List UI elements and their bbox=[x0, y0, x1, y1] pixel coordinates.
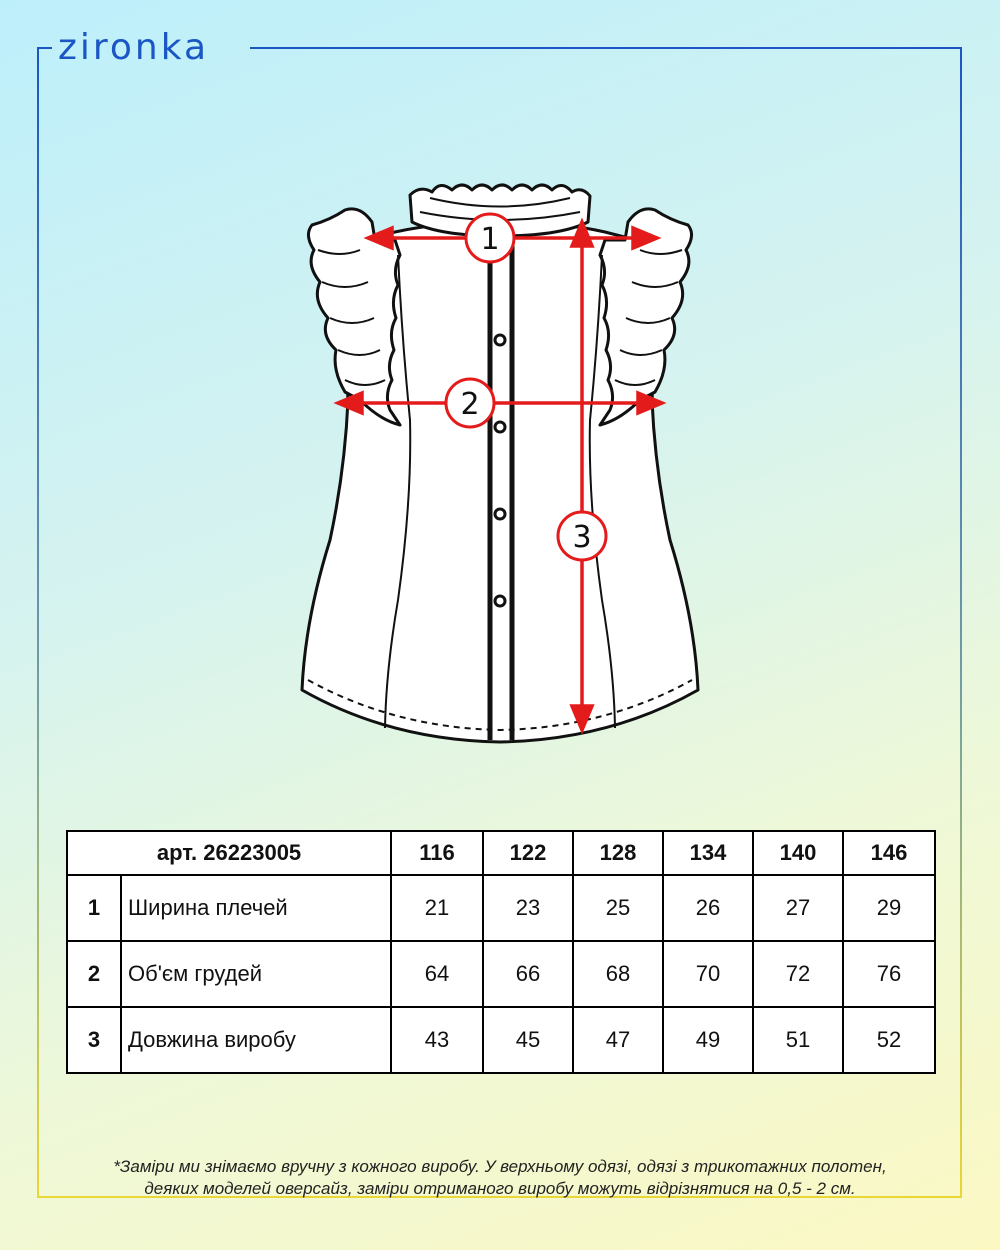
size-header: 122 bbox=[482, 830, 574, 876]
button bbox=[493, 333, 507, 347]
table-cell: 51 bbox=[752, 1006, 844, 1074]
table-header-row: арт. 26223005 116 122 128 134 140 146 bbox=[66, 830, 936, 876]
row-number: 2 bbox=[66, 940, 122, 1008]
measurement-footnote: *Заміри ми знімаємо вручну з кожного вир… bbox=[40, 1156, 960, 1200]
table-row: 1 Ширина плечей 21 23 25 26 27 29 bbox=[66, 874, 936, 942]
measure-marker-2 bbox=[444, 377, 496, 429]
table-cell: 26 bbox=[662, 874, 754, 942]
size-header: 134 bbox=[662, 830, 754, 876]
table-cell: 29 bbox=[842, 874, 936, 942]
table-cell: 76 bbox=[842, 940, 936, 1008]
button bbox=[493, 594, 507, 608]
brand-logo: zironka bbox=[58, 27, 210, 68]
size-header: 146 bbox=[842, 830, 936, 876]
table-row: 2 Об'єм грудей 64 66 68 70 72 76 bbox=[66, 940, 936, 1008]
footnote-line: *Заміри ми знімаємо вручну з кожного вир… bbox=[113, 1157, 887, 1176]
size-header: 140 bbox=[752, 830, 844, 876]
right-ruffle-sleeve bbox=[598, 207, 693, 427]
table-cell: 64 bbox=[390, 940, 484, 1008]
row-label: Довжина виробу bbox=[120, 1006, 392, 1074]
table-cell: 23 bbox=[482, 874, 574, 942]
table-row: 3 Довжина виробу 43 45 47 49 51 52 bbox=[66, 1006, 936, 1074]
marker-label-1: 1 bbox=[480, 222, 499, 257]
ruffle-collar bbox=[408, 183, 592, 238]
row-number: 1 bbox=[66, 874, 122, 942]
table-cell: 66 bbox=[482, 940, 574, 1008]
size-header: 116 bbox=[390, 830, 484, 876]
table-cell: 21 bbox=[390, 874, 484, 942]
table-cell: 68 bbox=[572, 940, 664, 1008]
size-header: 128 bbox=[572, 830, 664, 876]
table-cell: 72 bbox=[752, 940, 844, 1008]
button bbox=[493, 420, 507, 434]
measure-marker-1 bbox=[464, 212, 516, 264]
table-cell: 47 bbox=[572, 1006, 664, 1074]
footnote-line: деяких моделей оверсайз, заміри отримано… bbox=[144, 1179, 856, 1198]
row-number: 3 bbox=[66, 1006, 122, 1074]
left-ruffle-sleeve bbox=[307, 207, 402, 427]
size-table: арт. 26223005 116 122 128 134 140 146 1 … bbox=[66, 830, 936, 1074]
table-cell: 70 bbox=[662, 940, 754, 1008]
table-cell: 45 bbox=[482, 1006, 574, 1074]
measure-marker-3 bbox=[556, 510, 608, 562]
table-cell: 27 bbox=[752, 874, 844, 942]
row-label: Ширина плечей bbox=[120, 874, 392, 942]
marker-label-2: 2 bbox=[460, 387, 479, 422]
table-cell: 25 bbox=[572, 874, 664, 942]
button bbox=[493, 507, 507, 521]
marker-label-3: 3 bbox=[572, 520, 591, 555]
row-label: Об'єм грудей bbox=[120, 940, 392, 1008]
article-number: арт. 26223005 bbox=[66, 830, 392, 876]
table-cell: 49 bbox=[662, 1006, 754, 1074]
blouse-sketch: 1 2 3 bbox=[300, 183, 700, 744]
table-cell: 43 bbox=[390, 1006, 484, 1074]
table-cell: 52 bbox=[842, 1006, 936, 1074]
